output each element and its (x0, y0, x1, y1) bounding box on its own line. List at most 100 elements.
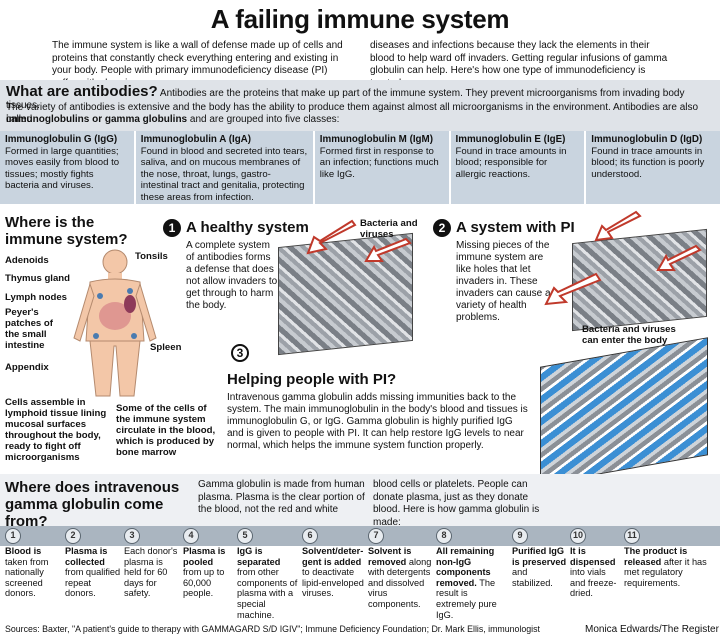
step-text: Solvent/deter-gent is added to deactivat… (302, 546, 365, 599)
step-text: IgG is separated from other components o… (237, 546, 299, 620)
step-body: The result is extremely pure IgG. (436, 577, 497, 620)
antibodies-text3-rest: and are grouped into five classes: (189, 114, 340, 125)
helping-text: Intravenous gamma globulin adds missing … (227, 392, 528, 451)
step-body: Each donor's plasma is held for 60 days … (124, 546, 178, 599)
note-blood-cells: Some of the cells of the immune system c… (116, 403, 216, 458)
step-text: Each donor's plasma is held for 60 days … (124, 546, 180, 599)
step-number-circle: 5 (237, 528, 253, 544)
step-body: along with detergents and dissolved viru… (368, 556, 432, 609)
restored-wall-image (540, 337, 708, 485)
healthy-heading: A healthy system (186, 219, 309, 236)
class-desc: Found in trace amounts in blood; its fun… (591, 145, 705, 180)
class-name: Immunoglobulin D (IgD) (591, 134, 703, 145)
step-text: Plasma is collected from qualified repea… (65, 546, 121, 599)
label-peyers: Peyer's patches of the small intestine (5, 307, 53, 351)
step-number-circle: 9 (512, 528, 528, 544)
pi-enter-label: Bacteria and viruses can enter the body (582, 324, 676, 346)
step-body: to deactivate lipid-enveloped viruses. (302, 567, 364, 599)
pi-heading: A system with PI (456, 219, 575, 236)
step-bold: Purified IgG is preserved (512, 546, 567, 567)
step-body: from qualified repeat donors. (65, 567, 121, 599)
step-bold: IgG is separated (237, 546, 281, 567)
step-body: taken from nationally screened donors. (5, 556, 49, 599)
step-body: from other components of plasma with a s… (237, 567, 298, 620)
step-body: into vials and freeze-dried. (570, 567, 617, 599)
step-bold: Blood is (5, 546, 42, 556)
class-desc: Found in blood and secreted into tears, … (140, 145, 308, 203)
class-ige: Immunoglobulin E (IgE)Found in trace amo… (451, 131, 587, 204)
step-text: Purified IgG is preserved and stabilized… (512, 546, 567, 588)
step-number-circle: 4 (183, 528, 199, 544)
pi-text: Missing pieces of the immune system are … (456, 240, 551, 323)
class-name: Immunoglobulin A (IgA) (140, 134, 252, 145)
step-text: All remaining non-IgG components removed… (436, 546, 509, 620)
note-lymphoid-tissue: Cells assemble in lymphoid tissue lining… (5, 397, 107, 463)
where-heading-2: immune system? (5, 231, 128, 248)
body-figure (73, 249, 157, 397)
step-number-circle: 11 (624, 528, 640, 544)
step-bold: Solvent/deter-gent is added (302, 546, 364, 567)
healthy-text: A complete system of antibodies forms a … (186, 240, 278, 311)
class-name: Immunoglobulin G (IgG) (5, 134, 118, 145)
class-iga: Immunoglobulin A (IgA)Found in blood and… (136, 131, 315, 204)
class-name: Immunoglobulin E (IgE) (455, 134, 566, 145)
antibodies-text2: The variety of antibodies is extensive a… (6, 102, 699, 125)
step-number-circle: 2 (65, 528, 81, 544)
label-appendix: Appendix (5, 362, 49, 373)
step-body: from up to 60,000 people. (183, 567, 225, 599)
step-3-circle: 3 (231, 344, 249, 362)
label-tonsils: Tonsils (135, 251, 168, 262)
label-thymus: Thymus gland (5, 273, 71, 284)
gamma-text-right: blood cells or platelets. People can don… (373, 479, 540, 528)
step-bold: Solvent is removed (368, 546, 412, 567)
antibodies-band (0, 80, 720, 131)
antibodies-section: What are antibodies? Antibodies are the … (6, 83, 716, 112)
step-bold: All remaining non-IgG components removed… (436, 546, 495, 588)
step-bold: Plasma is collected (65, 546, 108, 567)
step-text: The product is released after it has met… (624, 546, 716, 588)
antibodies-heading: What are antibodies? (6, 83, 158, 100)
credit: Monica Edwards/The Register (585, 624, 719, 635)
step-body: and stabilized. (512, 567, 553, 588)
page-title: A failing immune system (210, 4, 510, 34)
step-number-circle: 6 (302, 528, 318, 544)
step-bold: The product is released (624, 546, 688, 567)
helping-heading: Helping people with PI? (227, 371, 397, 388)
gamma-heading: Where does intravenous gamma globulin co… (5, 479, 180, 530)
antibodies-text1: Antibodies are the proteins that make up… (6, 88, 685, 111)
class-desc: Formed in large quantities; moves easily… (5, 145, 120, 192)
antibodies-text3-bold: immunoglobulins or gamma globulins (6, 114, 188, 125)
step-text: It is dispensed into vials and freeze-dr… (570, 546, 621, 599)
step-bold: Plasma is pooled (183, 546, 226, 567)
step-number-circle: 10 (570, 528, 586, 544)
class-desc: Found in trace amounts in blood; respons… (455, 145, 567, 180)
step-text: Blood is taken from nationally screened … (5, 546, 62, 599)
steps-strip (0, 526, 720, 546)
label-lymph: Lymph nodes (5, 292, 68, 303)
gamma-band (0, 474, 720, 526)
step-body: after it has met regulatory requirements… (624, 556, 707, 588)
step-2-circle: 2 (433, 219, 451, 237)
sources: Sources: Baxter, "A patient's guide to t… (5, 624, 540, 634)
step-1-circle: 1 (163, 219, 181, 237)
step-number-circle: 7 (368, 528, 384, 544)
class-igm: Immunoglobulin M (IgM)Formed first in re… (315, 131, 451, 204)
label-spleen: Spleen (150, 342, 182, 353)
where-heading-1: Where is the (5, 214, 95, 231)
step-text: Plasma is pooled from up to 60,000 peopl… (183, 546, 234, 599)
class-igd: Immunoglobulin D (IgD)Found in trace amo… (586, 131, 720, 204)
bacteria-label: Bacteria and viruses (360, 218, 418, 240)
step-text: Solvent is removed along with detergents… (368, 546, 433, 610)
gamma-text-left: Gamma globulin is made from human plasma… (198, 479, 365, 515)
pi-red-arrows-icon (544, 210, 702, 306)
step-number-circle: 8 (436, 528, 452, 544)
class-igg: Immunoglobulin G (IgG)Formed in large qu… (0, 131, 136, 204)
antibodies-text3: immunoglobulins or gamma globulins and a… (6, 114, 716, 126)
step-bold: It is dispensed (570, 546, 616, 567)
step-number-circle: 3 (124, 528, 140, 544)
class-name: Immunoglobulin M (IgM) (319, 134, 433, 145)
label-adenoids: Adenoids (5, 255, 49, 266)
class-desc: Formed first in response to an infection… (319, 145, 439, 180)
red-arrows-icon (306, 219, 412, 262)
immunoglobulin-classes: Immunoglobulin G (IgG)Formed in large qu… (0, 131, 720, 204)
